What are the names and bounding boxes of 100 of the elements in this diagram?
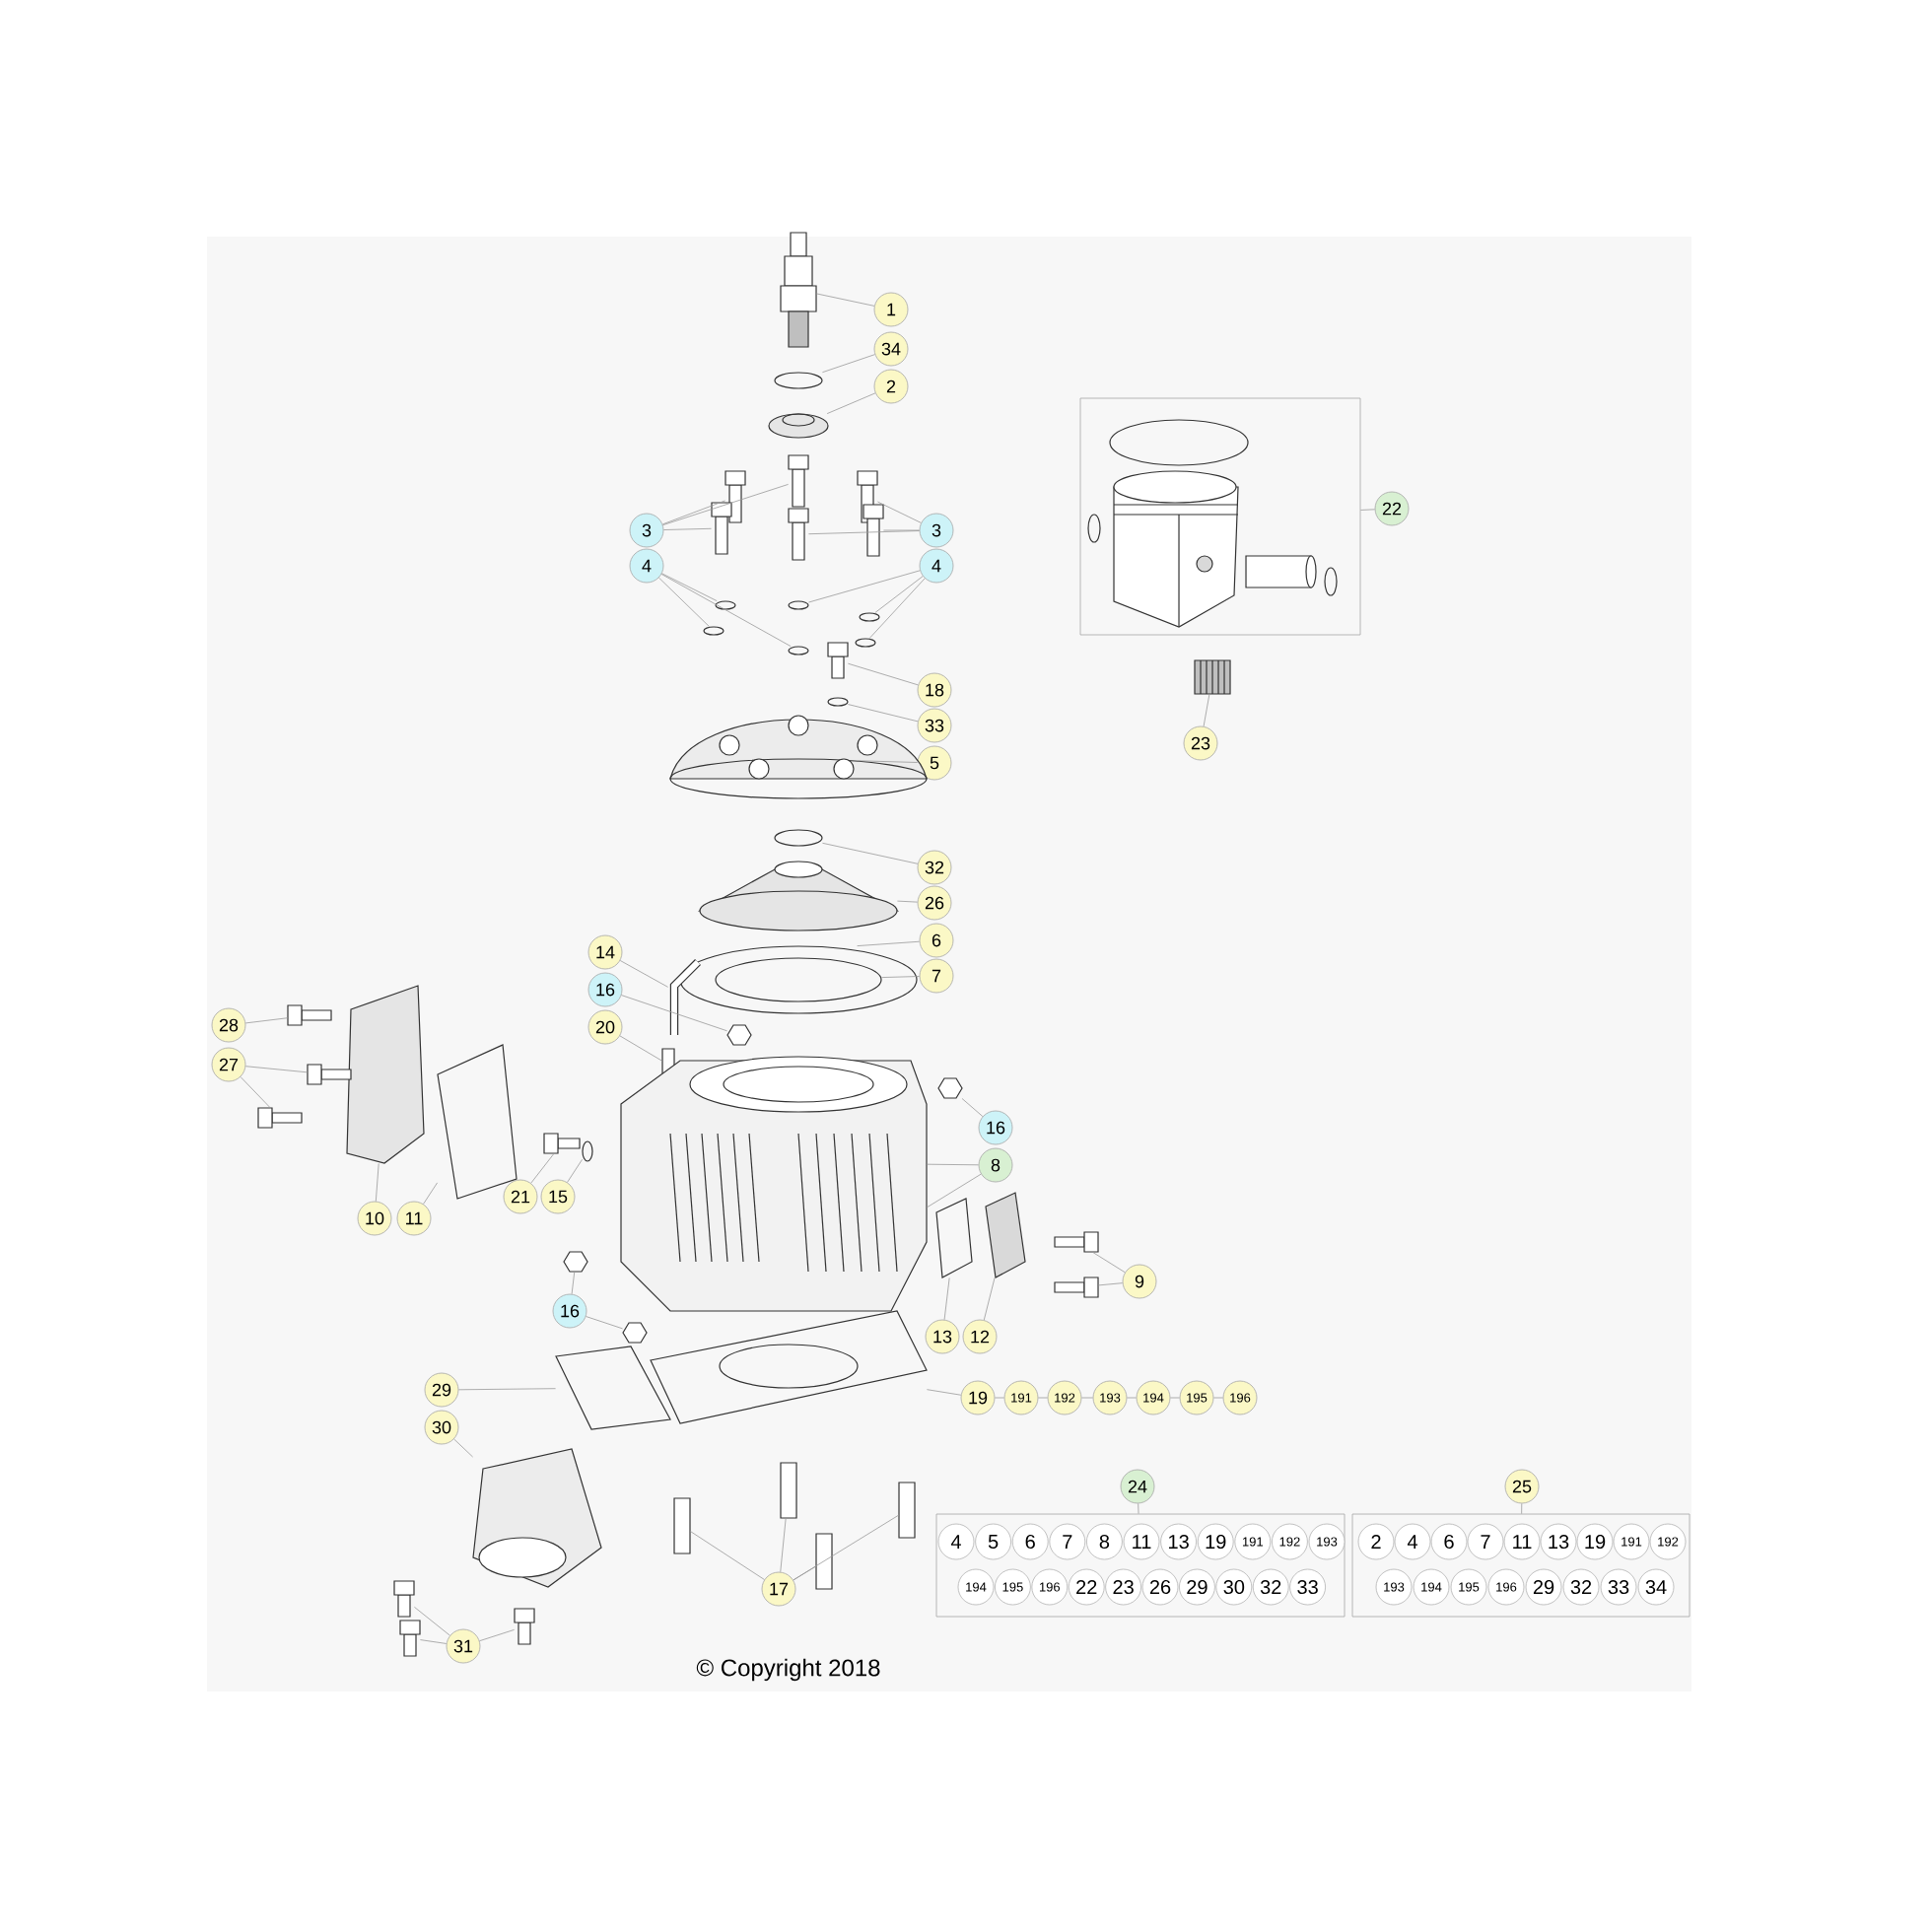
callout-number: 18 xyxy=(917,672,952,708)
kit-part-number: 8 xyxy=(1086,1523,1123,1560)
kit-frame xyxy=(1351,1513,1690,1618)
dowel-pin xyxy=(673,1497,691,1554)
leader-line xyxy=(661,573,718,601)
leader-line xyxy=(663,527,712,530)
leader-line xyxy=(826,392,876,414)
callout-number: 16 xyxy=(978,1110,1013,1145)
callout-number: 31 xyxy=(446,1628,481,1664)
kit-part-number: 23 xyxy=(1105,1568,1141,1606)
callout-number: 12 xyxy=(962,1319,998,1354)
callout-number: 1 xyxy=(873,292,909,327)
callout-number: 29 xyxy=(424,1372,459,1408)
nut xyxy=(726,1024,752,1046)
leader-line xyxy=(857,940,921,946)
leader-line xyxy=(927,1173,982,1208)
leader-line xyxy=(1521,1503,1523,1514)
kit-frame xyxy=(1079,397,1361,636)
circlip xyxy=(1324,567,1338,596)
leader-line xyxy=(619,960,668,988)
callout-number: 7 xyxy=(919,958,954,994)
callout-number: 21 xyxy=(503,1179,538,1214)
washer xyxy=(715,600,736,610)
kit-part-number: 11 xyxy=(1503,1523,1541,1560)
leader-line xyxy=(1098,1282,1124,1286)
copyright-notice: © Copyright 2018 xyxy=(696,1658,880,1682)
piston-pin xyxy=(1245,555,1317,588)
leader-line xyxy=(877,501,922,523)
kit-part-number: 33 xyxy=(1600,1568,1637,1606)
bolt xyxy=(862,504,884,557)
kit-part-number: 32 xyxy=(1562,1568,1600,1606)
callout-number: 23 xyxy=(1183,725,1218,761)
kit-part-number: 2 xyxy=(1357,1523,1395,1560)
callout-number: 3 xyxy=(629,513,664,548)
o-ring xyxy=(774,372,823,389)
connector-line xyxy=(995,1397,1004,1399)
bolt xyxy=(287,1004,332,1026)
washer xyxy=(859,612,880,622)
leader-line xyxy=(661,500,725,525)
connector-line xyxy=(1127,1397,1137,1399)
callout-number: 32 xyxy=(917,850,952,885)
connector-line xyxy=(1081,1397,1093,1399)
kit-part-number: 5 xyxy=(975,1523,1011,1560)
kit-part-number: 33 xyxy=(1289,1568,1326,1606)
needle-bearing xyxy=(1194,659,1231,695)
bolt xyxy=(711,502,732,555)
washer xyxy=(582,1140,593,1162)
leader-line xyxy=(897,900,919,903)
leader-line xyxy=(458,1388,556,1391)
leader-line xyxy=(420,1639,448,1644)
leader-line xyxy=(690,1531,765,1580)
callout-number: 19 xyxy=(960,1380,996,1415)
callout-number: 16 xyxy=(552,1293,587,1329)
bolt xyxy=(399,1620,421,1657)
callout-number: 9 xyxy=(1122,1264,1157,1299)
leader-line xyxy=(961,1098,984,1117)
callout-number: 26 xyxy=(917,885,952,921)
callout-number: 11 xyxy=(396,1201,432,1236)
kit-part-number: 19 xyxy=(1197,1523,1234,1560)
callout-number: 8 xyxy=(978,1147,1013,1183)
cover xyxy=(346,985,425,1164)
washer xyxy=(703,626,724,636)
leader-line xyxy=(822,354,875,374)
kit-part-number: 7 xyxy=(1467,1523,1504,1560)
washer xyxy=(827,697,849,707)
leader-line xyxy=(1092,1252,1126,1274)
callout-number: 28 xyxy=(211,1007,246,1043)
callout-number: 25 xyxy=(1504,1469,1540,1504)
gasket xyxy=(715,957,882,1002)
leader-line xyxy=(586,1316,623,1330)
kit-part-number: 6 xyxy=(1430,1523,1468,1560)
leader-line xyxy=(858,760,918,763)
kit-frame xyxy=(935,1513,1346,1618)
kit-part-number: 29 xyxy=(1525,1568,1562,1606)
leader-line xyxy=(1138,1503,1139,1514)
leader-line xyxy=(375,1163,380,1203)
o-ring xyxy=(774,829,823,847)
callout-number: 34 xyxy=(873,331,909,367)
leader-line xyxy=(822,842,919,864)
leader-line xyxy=(244,1066,308,1073)
leader-line xyxy=(808,530,920,535)
connector-line xyxy=(1038,1397,1048,1399)
leader-line xyxy=(874,576,924,613)
leader-line xyxy=(660,574,792,647)
kit-part-number: 32 xyxy=(1252,1568,1289,1606)
gasket xyxy=(679,945,918,1014)
dowel-pin xyxy=(898,1482,916,1539)
connector-line xyxy=(1170,1397,1180,1399)
leader-line xyxy=(927,1389,962,1396)
callout-number: 14 xyxy=(587,934,623,970)
nut xyxy=(937,1077,963,1099)
callout-number: 15 xyxy=(540,1179,576,1214)
kit-part-number: 11 xyxy=(1123,1523,1160,1560)
leader-line xyxy=(621,995,727,1032)
bolt xyxy=(1054,1231,1099,1253)
cylinder-head xyxy=(669,715,928,799)
washer xyxy=(788,600,809,610)
washer xyxy=(855,638,876,648)
kit-part-number: 7 xyxy=(1049,1523,1086,1560)
callout-number: 17 xyxy=(761,1571,796,1607)
